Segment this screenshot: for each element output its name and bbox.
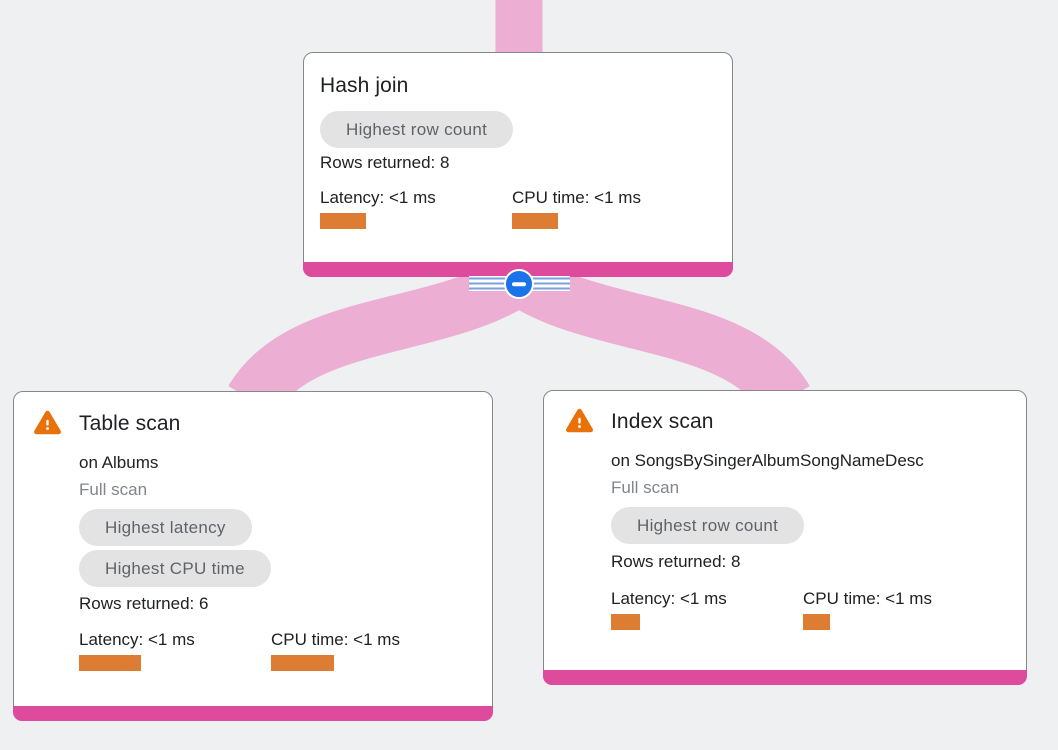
cpu-time-bar <box>271 655 334 671</box>
node-hash-join[interactable]: Hash join Highest row count Rows returne… <box>303 52 733 277</box>
node-subtitle: on Albums <box>79 453 159 472</box>
latency-metric: Latency: <1 ms <box>79 629 271 671</box>
node-accent-footer <box>543 670 1027 685</box>
cpu-time-bar <box>512 213 558 229</box>
cpu-time-label: CPU time: <1 ms <box>803 589 932 608</box>
insight-badge-highest-row-count: Highest row count <box>611 507 805 544</box>
node-accent-footer <box>13 706 493 721</box>
node-subtitle: on SongsBySingerAlbumSongNameDesc <box>611 451 924 470</box>
node-title: Index scan <box>611 410 714 433</box>
collapse-handle <box>469 269 570 299</box>
cpu-time-label: CPU time: <1 ms <box>512 188 641 207</box>
latency-bar <box>79 655 141 671</box>
latency-metric: Latency: <1 ms <box>320 187 512 229</box>
node-hash-join-content: Hash join Highest row count Rows returne… <box>304 53 732 276</box>
edge-hashjoin-to-indexscan <box>503 254 810 416</box>
node-title: Hash join <box>320 74 409 97</box>
metrics-row: Latency: <1 ms CPU time: <1 ms <box>79 629 482 671</box>
latency-bar <box>611 614 640 630</box>
latency-bar <box>320 213 366 229</box>
cpu-time-bar <box>803 614 830 630</box>
edge-hashjoin-to-tablescan <box>228 254 535 416</box>
cpu-time-metric: CPU time: <1 ms <box>271 629 463 671</box>
latency-label: Latency: <1 ms <box>611 589 727 608</box>
warning-icon[interactable] <box>565 407 594 439</box>
insight-badge-highest-row-count: Highest row count <box>320 111 514 148</box>
node-title: Table scan <box>79 412 181 435</box>
node-table-scan[interactable]: Table scan on Albums Full scan Highest l… <box>13 391 493 721</box>
minus-icon <box>512 282 526 286</box>
latency-label: Latency: <1 ms <box>79 630 195 649</box>
collapse-children-button[interactable] <box>504 269 534 299</box>
scan-type-label: Full scan <box>611 478 680 497</box>
rows-returned-label: Rows returned: 8 <box>320 153 450 172</box>
insight-badge-highest-cpu-time: Highest CPU time <box>79 550 271 587</box>
metrics-row: Latency: <1 ms CPU time: <1 ms <box>611 588 1016 630</box>
node-index-scan[interactable]: Index scan on SongsBySingerAlbumSongName… <box>543 390 1027 685</box>
metrics-row: Latency: <1 ms CPU time: <1 ms <box>320 187 722 229</box>
cpu-time-metric: CPU time: <1 ms <box>803 588 995 630</box>
rows-returned-label: Rows returned: 8 <box>611 552 741 571</box>
cpu-time-label: CPU time: <1 ms <box>271 630 400 649</box>
rows-returned-label: Rows returned: 6 <box>79 594 209 613</box>
cpu-time-metric: CPU time: <1 ms <box>512 187 704 229</box>
node-table-scan-content: Table scan on Albums Full scan Highest l… <box>14 392 492 720</box>
warning-icon[interactable] <box>33 409 62 441</box>
node-index-scan-content: Index scan on SongsBySingerAlbumSongName… <box>544 391 1026 684</box>
latency-label: Latency: <1 ms <box>320 188 436 207</box>
latency-metric: Latency: <1 ms <box>611 588 803 630</box>
insight-badge-highest-latency: Highest latency <box>79 509 252 546</box>
scan-type-label: Full scan <box>79 480 148 499</box>
